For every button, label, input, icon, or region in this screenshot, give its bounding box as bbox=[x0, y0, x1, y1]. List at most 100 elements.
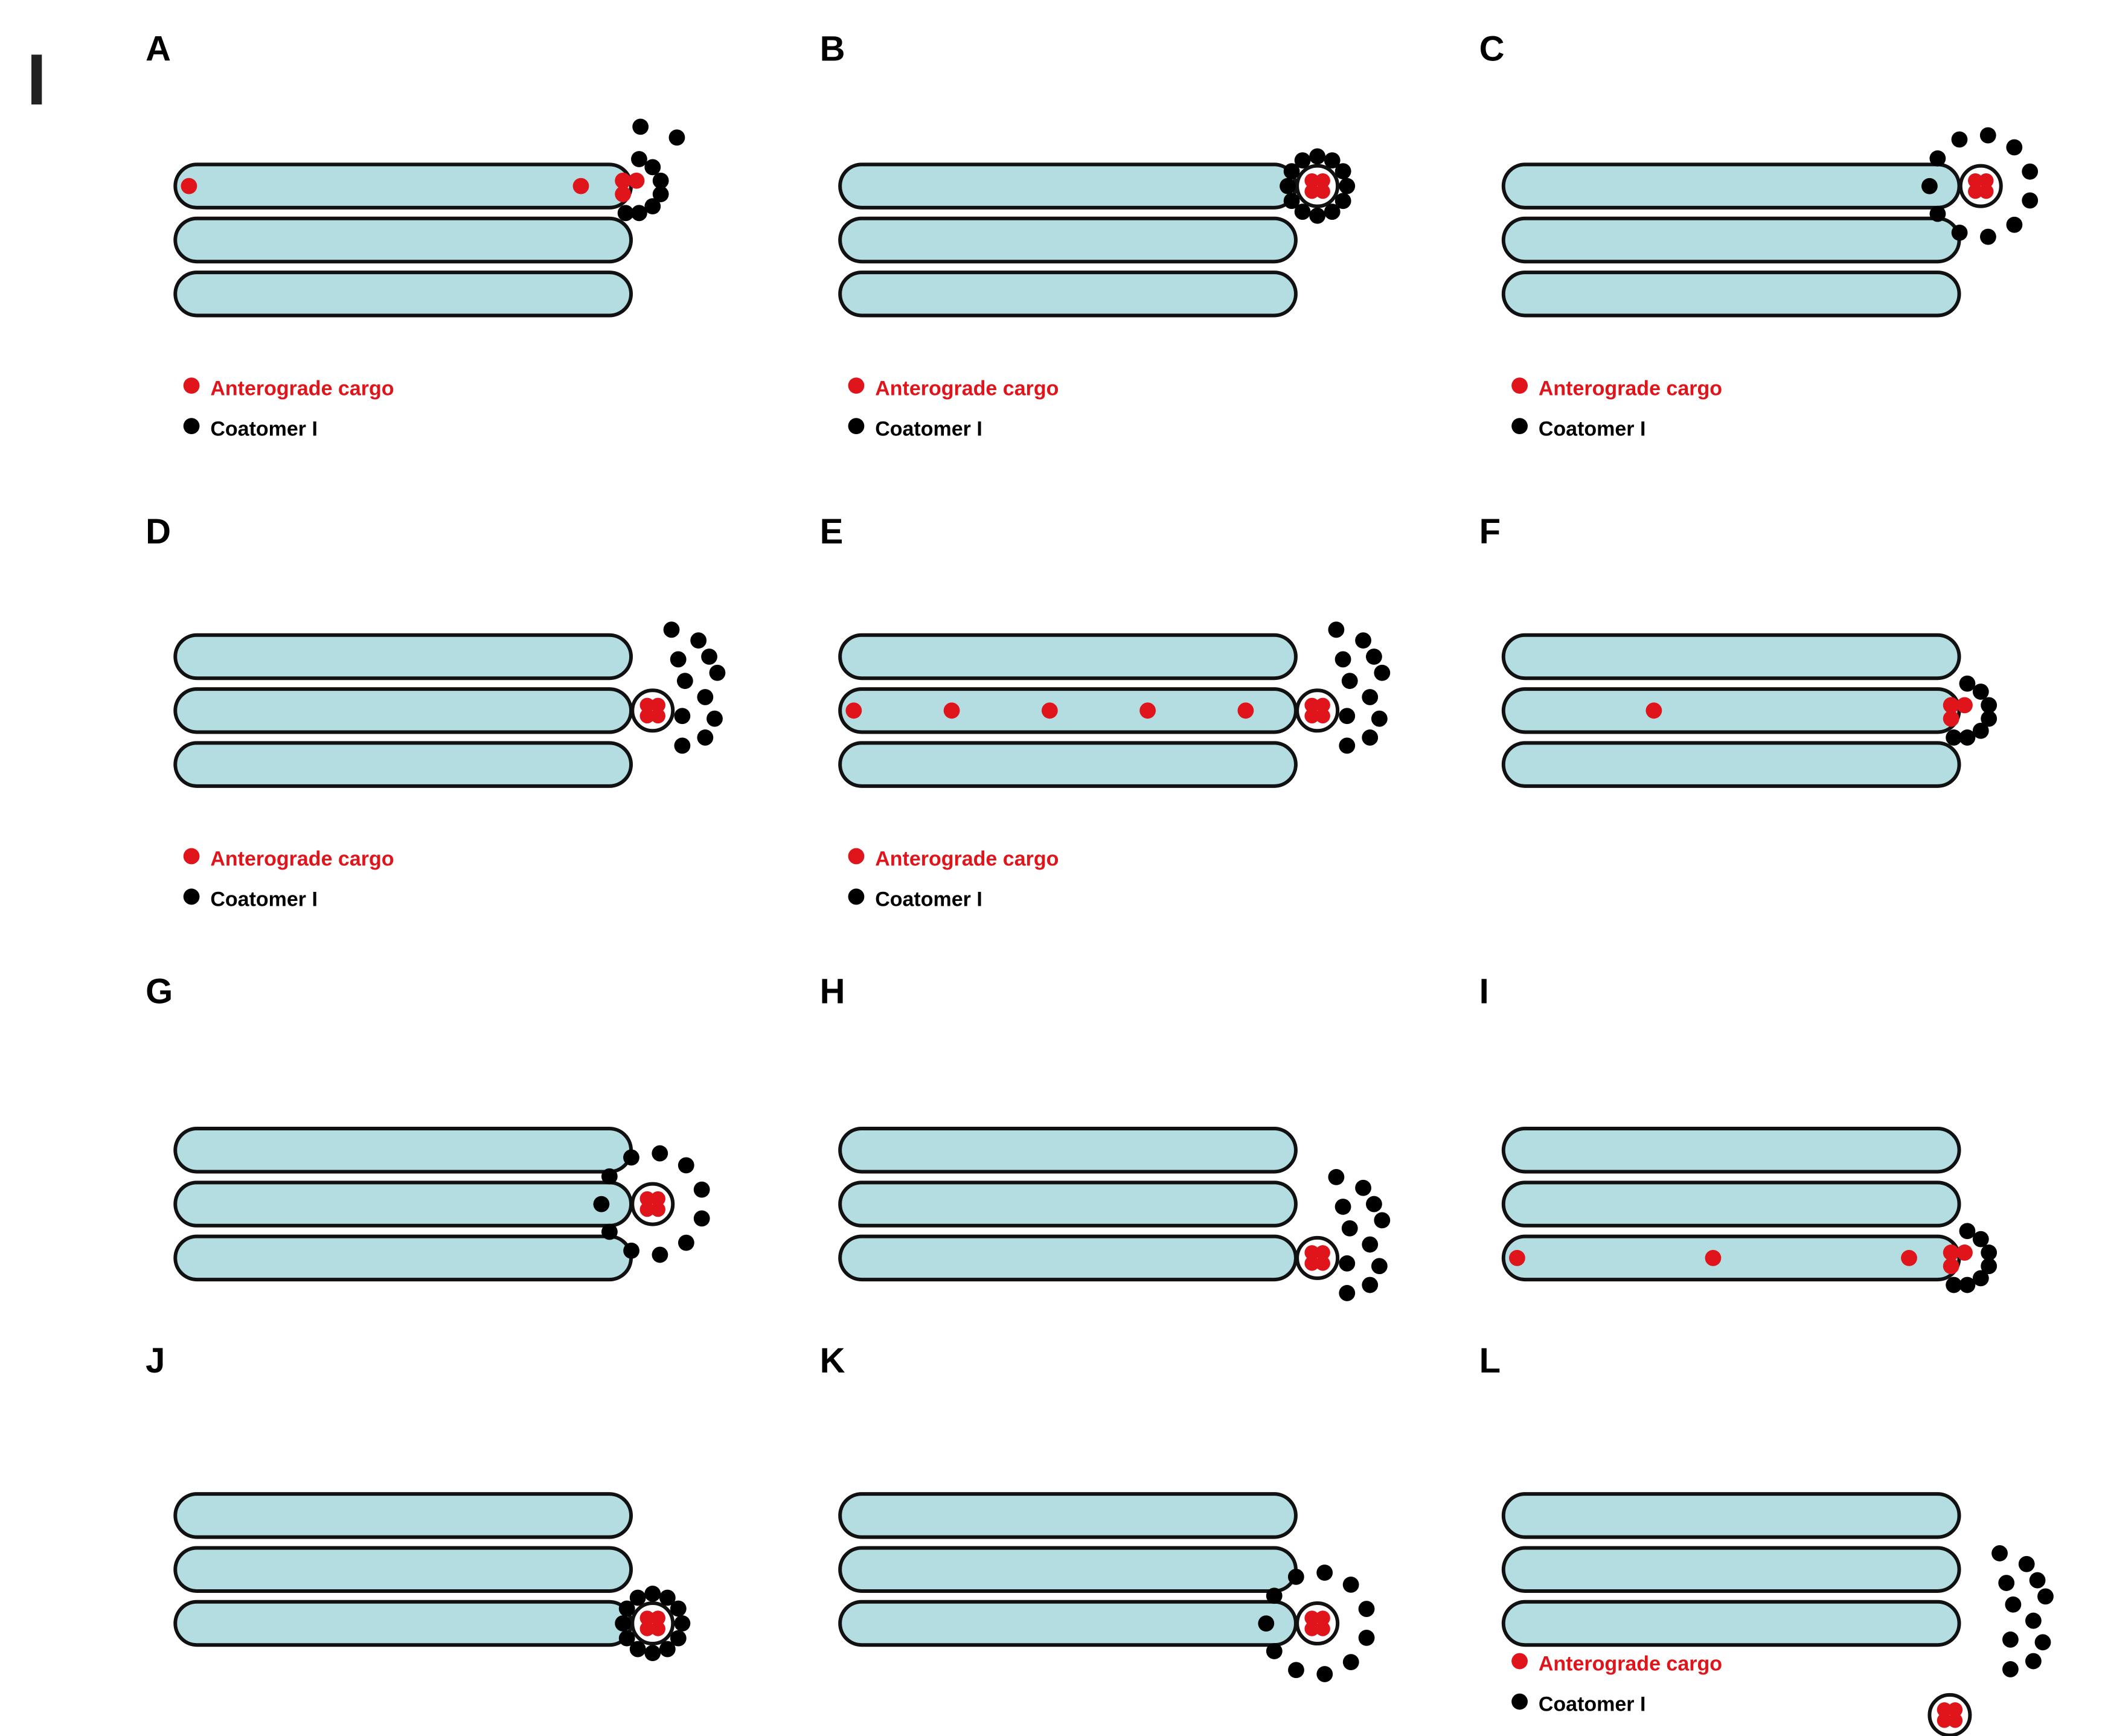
golgi-cisterna bbox=[1501, 1180, 1961, 1228]
coatomer-i bbox=[2037, 1588, 2054, 1605]
anterograde-cargo bbox=[615, 186, 632, 202]
coatomer-i bbox=[1929, 205, 1946, 222]
coatomer-i bbox=[676, 673, 693, 690]
anterograde-cargo bbox=[650, 1202, 665, 1217]
legend-cargo-swatch bbox=[1511, 377, 1528, 394]
coatomer-i bbox=[1946, 1276, 1962, 1293]
anterograde-cargo bbox=[1978, 173, 1994, 188]
golgi-cisterna bbox=[1501, 162, 1961, 210]
anterograde-cargo bbox=[1947, 1713, 1963, 1728]
anterograde-cargo bbox=[943, 702, 960, 719]
coatomer-i bbox=[1258, 1615, 1275, 1632]
coatomer-i bbox=[2006, 216, 2023, 233]
panel-letter-a: A bbox=[146, 29, 171, 68]
anterograde-cargo bbox=[1315, 173, 1330, 188]
coatomer-i bbox=[618, 1600, 635, 1617]
panel-i: I bbox=[1479, 972, 1998, 1293]
legend-cargo-swatch bbox=[1511, 1653, 1528, 1670]
legend-coatomer-label: Coatomer I bbox=[210, 417, 318, 440]
coatomer-i bbox=[706, 710, 723, 727]
coatomer-i bbox=[1341, 1220, 1358, 1237]
coatomer-i bbox=[1283, 163, 1300, 179]
golgi-cisterna bbox=[838, 1180, 1298, 1228]
coatomer-i bbox=[668, 129, 685, 146]
coatomer-i bbox=[1328, 1169, 1345, 1185]
coatomer-i bbox=[2018, 1555, 2035, 1572]
anterograde-cargo bbox=[1315, 1610, 1330, 1625]
legend-cargo-label: Anterograde cargo bbox=[1539, 377, 1722, 400]
legend-cargo-swatch bbox=[183, 377, 200, 394]
coatomer-i bbox=[1339, 737, 1356, 754]
anterograde-cargo bbox=[1901, 1249, 1917, 1266]
coatomer-i bbox=[617, 205, 634, 222]
golgi-cisterna bbox=[173, 633, 633, 681]
coatomer-i bbox=[1316, 1666, 1333, 1682]
coatomer-i bbox=[693, 1181, 710, 1198]
coatomer-i bbox=[1324, 152, 1341, 169]
coatomer-i bbox=[1342, 1576, 1359, 1593]
anterograde-cargo bbox=[639, 1202, 655, 1217]
coatomer-i bbox=[1328, 621, 1345, 638]
transport-vesicle bbox=[630, 1182, 675, 1226]
panel-letter-d: D bbox=[146, 512, 171, 551]
coatomer-i bbox=[1309, 148, 1326, 165]
coatomer-i bbox=[1371, 710, 1388, 727]
anterograde-cargo bbox=[1304, 173, 1319, 188]
coatomer-i bbox=[1283, 193, 1300, 210]
anterograde-cargo bbox=[1509, 1249, 1525, 1266]
coatomer-i bbox=[1972, 1270, 1989, 1287]
golgi-cisterna bbox=[1501, 1127, 1961, 1174]
golgi-cisterna bbox=[173, 1180, 633, 1228]
coatomer-i bbox=[1342, 1654, 1359, 1671]
coatomer-i bbox=[1371, 1258, 1388, 1275]
golgi-cisterna bbox=[838, 1546, 1298, 1593]
coatomer-i bbox=[663, 621, 680, 638]
coatomer-i bbox=[1294, 203, 1311, 220]
coatomer-i bbox=[644, 1586, 661, 1602]
golgi-cisterna bbox=[1501, 216, 1961, 264]
coatomer-i bbox=[1334, 193, 1351, 210]
figure-label: I bbox=[27, 39, 47, 120]
coatomer-i bbox=[674, 1615, 691, 1632]
anterograde-cargo bbox=[1304, 1610, 1319, 1625]
coatomer-i bbox=[631, 205, 647, 222]
coatomer-i bbox=[629, 1589, 646, 1606]
legend-cargo-swatch bbox=[848, 848, 865, 865]
transport-vesicle bbox=[1958, 164, 2003, 208]
coatomer-i bbox=[644, 198, 661, 215]
coatomer-i bbox=[1294, 152, 1311, 169]
legend-coatomer-label: Coatomer I bbox=[1539, 417, 1646, 440]
panel-letter-f: F bbox=[1479, 512, 1501, 551]
coatomer-i bbox=[1316, 1565, 1333, 1581]
anterograde-cargo bbox=[845, 702, 862, 719]
coatomer-i bbox=[1374, 1212, 1391, 1229]
panel-letter-j: J bbox=[146, 1341, 165, 1380]
coatomer-i bbox=[2029, 1572, 2046, 1589]
coatomer-i bbox=[593, 1196, 610, 1212]
coatomer-i bbox=[678, 1234, 694, 1251]
coatomer-i bbox=[1972, 722, 1989, 739]
legend-cargo-label: Anterograde cargo bbox=[210, 848, 394, 871]
coatomer-i bbox=[1280, 178, 1296, 194]
coatomer-i bbox=[670, 1600, 687, 1617]
coatomer-i bbox=[644, 159, 661, 176]
anterograde-cargo bbox=[1304, 708, 1319, 724]
anterograde-cargo bbox=[1315, 1245, 1330, 1260]
anterograde-cargo bbox=[639, 1191, 655, 1206]
anterograde-cargo bbox=[1968, 184, 1983, 199]
anterograde-cargo bbox=[1943, 1258, 1959, 1275]
legend-coatomer-label: Coatomer I bbox=[1539, 1693, 1646, 1716]
coatomer-i bbox=[1366, 1196, 1382, 1212]
anterograde-cargo bbox=[639, 697, 655, 713]
golgi-cisterna bbox=[1501, 271, 1961, 318]
anterograde-cargo bbox=[1237, 702, 1254, 719]
anterograde-cargo bbox=[1315, 1256, 1330, 1271]
golgi-cisterna bbox=[173, 1492, 633, 1539]
coatomer-i bbox=[632, 118, 649, 135]
coatomer-i bbox=[652, 186, 669, 202]
golgi-cisterna bbox=[1501, 1492, 1961, 1539]
coatomer-i bbox=[1362, 689, 1379, 705]
